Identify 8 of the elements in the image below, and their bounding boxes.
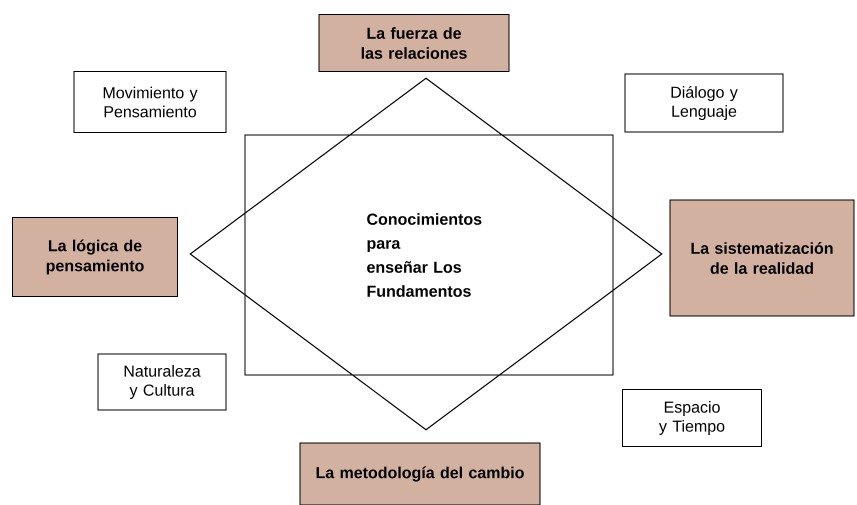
theme-box: Naturaleza y Cultura <box>98 354 226 410</box>
topic-box: La lógica de pensamiento <box>12 217 178 297</box>
theme-box: Movimiento y Pensamiento <box>74 71 226 133</box>
theme-box: Diálogo y Lenguaje <box>624 74 784 132</box>
topic-box: La fuerza de las relaciones <box>318 14 510 72</box>
topic-box: La sistematización de la realidad <box>670 200 854 316</box>
theme-box: Espacio y Tiempo <box>622 389 762 447</box>
topic-box: La metodología del cambio <box>300 442 540 505</box>
